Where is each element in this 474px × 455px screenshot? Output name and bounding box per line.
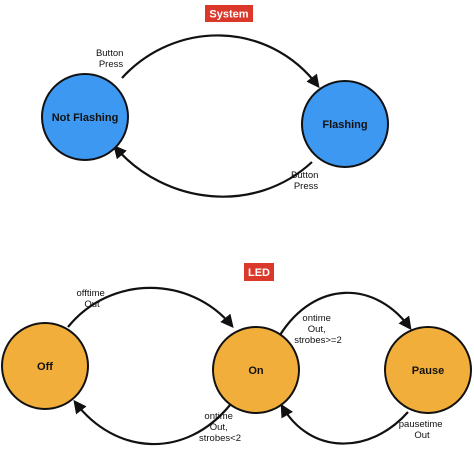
led-section: LED offtime Out ontime Out, strobes<2 on… [1, 263, 472, 446]
edge-on-to-off [73, 399, 231, 446]
state-on-label: On [248, 365, 264, 377]
state-not-flashing-label: Not Flashing [52, 112, 119, 124]
edge-flashing-to-not-flashing [113, 145, 313, 198]
state-flashing [301, 80, 389, 168]
led-badge-label: LED [248, 267, 270, 279]
system-badge-label: System [209, 9, 248, 21]
edge-off-to-on [67, 286, 234, 329]
system-section: System Button Press Button Press Not Fla… [41, 5, 389, 198]
system-badge [205, 5, 253, 22]
state-off-label: Off [37, 361, 53, 373]
led-badge [244, 263, 274, 281]
edge-on-to-pause [279, 291, 412, 336]
edge-label-ontime-out-strobes-ge2: ontime Out, strobes>=2 [294, 313, 342, 346]
state-not-flashing [41, 73, 129, 161]
edge-pause-to-on [280, 403, 409, 445]
state-on [212, 326, 300, 414]
edge-label-button-press-top: Button Press [96, 48, 126, 70]
state-off [1, 322, 89, 410]
state-pause-label: Pause [412, 365, 444, 377]
edge-label-offtime-out: offtime Out [77, 288, 108, 310]
state-pause [384, 326, 472, 414]
edge-label-pausetime-out: pausetime Out [399, 419, 445, 441]
state-flashing-label: Flashing [322, 119, 367, 131]
edge-label-ontime-out-strobes-lt2: ontime Out, strobes<2 [199, 411, 241, 444]
edge-label-button-press-bottom: Button Press [291, 170, 321, 192]
edge-not-flashing-to-flashing [121, 34, 320, 89]
